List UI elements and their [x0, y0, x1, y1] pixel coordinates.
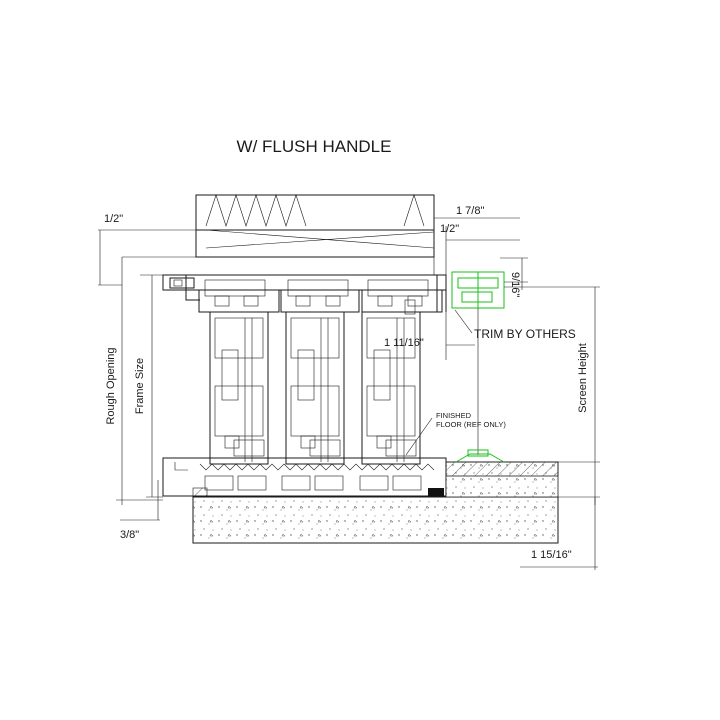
label-rough-opening: Rough Opening — [105, 347, 117, 424]
door-panel-1 — [209, 311, 269, 465]
floor-slab — [192, 461, 559, 544]
dim-1-11-16: 1 11/16" — [384, 337, 424, 349]
sill-frame — [162, 457, 447, 498]
label-screen-height: Screen Height — [577, 343, 589, 413]
dim-head-1-2: 1/2" — [440, 223, 459, 235]
dim-head-1-7-8: 1 7/8" — [456, 205, 484, 217]
label-trim-by-others: TRIM BY OTHERS — [474, 327, 576, 341]
door-panel-3 — [361, 299, 421, 465]
drawing-title: W/ FLUSH HANDLE — [237, 137, 392, 156]
dim-screen-9-16: 9/16" — [509, 272, 521, 297]
dimension-lines — [98, 205, 600, 570]
label-finished-floor-1: FINISHED — [436, 411, 472, 420]
wall-header — [195, 194, 435, 258]
door-panel-2 — [285, 311, 345, 465]
dim-top-half: 1/2" — [104, 213, 123, 225]
label-frame-size: Frame Size — [134, 358, 146, 414]
dim-bottom-3-8: 3/8" — [120, 529, 139, 541]
screen-assembly — [451, 271, 505, 463]
head-frame — [162, 274, 447, 313]
label-finished-floor-2: FLOOR (REF ONLY) — [436, 420, 506, 429]
dim-bottom-1-15-16: 1 15/16" — [531, 549, 572, 561]
